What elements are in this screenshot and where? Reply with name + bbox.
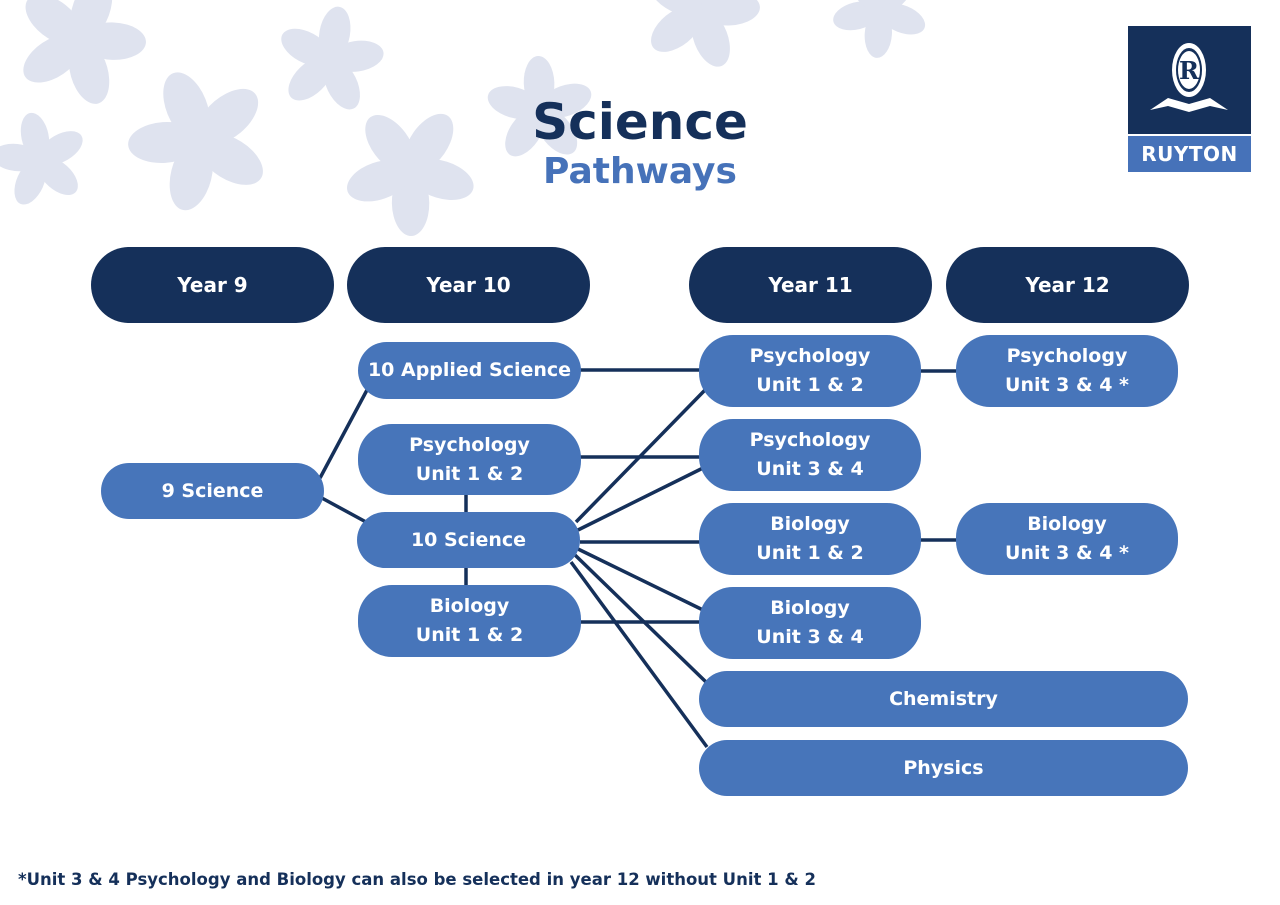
node-10-applied-science: 10 Applied Science bbox=[358, 342, 581, 399]
node-y11-biology-unit-1-2: Biology Unit 1 & 2 bbox=[699, 503, 921, 575]
node-y11-biology-unit-3-4: Biology Unit 3 & 4 bbox=[699, 587, 921, 659]
node-y12-biology-unit-3-4: Biology Unit 3 & 4 * bbox=[956, 503, 1178, 575]
node-physics: Physics bbox=[699, 740, 1188, 796]
header-year-9: Year 9 bbox=[91, 247, 334, 323]
logo-wordmark: RUYTON bbox=[1128, 136, 1251, 172]
crest-icon: R bbox=[1128, 26, 1251, 134]
page-subtitle: Pathways bbox=[543, 151, 737, 192]
node-y10-biology-unit-1-2: Biology Unit 1 & 2 bbox=[358, 585, 581, 657]
ruyton-logo: R RUYTON bbox=[1128, 26, 1251, 172]
node-chemistry: Chemistry bbox=[699, 671, 1188, 727]
node-y11-psychology-unit-1-2: Psychology Unit 1 & 2 bbox=[699, 335, 921, 407]
node-y10-psychology-unit-1-2: Psychology Unit 1 & 2 bbox=[358, 424, 581, 495]
header-year-10: Year 10 bbox=[347, 247, 590, 323]
node-10-science: 10 Science bbox=[357, 512, 580, 568]
node-y11-psychology-unit-3-4: Psychology Unit 3 & 4 bbox=[699, 419, 921, 491]
page-title: Science bbox=[532, 93, 748, 151]
header-year-11: Year 11 bbox=[689, 247, 932, 323]
node-y12-psychology-unit-3-4: Psychology Unit 3 & 4 * bbox=[956, 335, 1178, 407]
footnote: *Unit 3 & 4 Psychology and Biology can a… bbox=[18, 870, 816, 889]
svg-text:R: R bbox=[1179, 56, 1200, 85]
header-year-12: Year 12 bbox=[946, 247, 1189, 323]
node-9-science: 9 Science bbox=[101, 463, 324, 519]
